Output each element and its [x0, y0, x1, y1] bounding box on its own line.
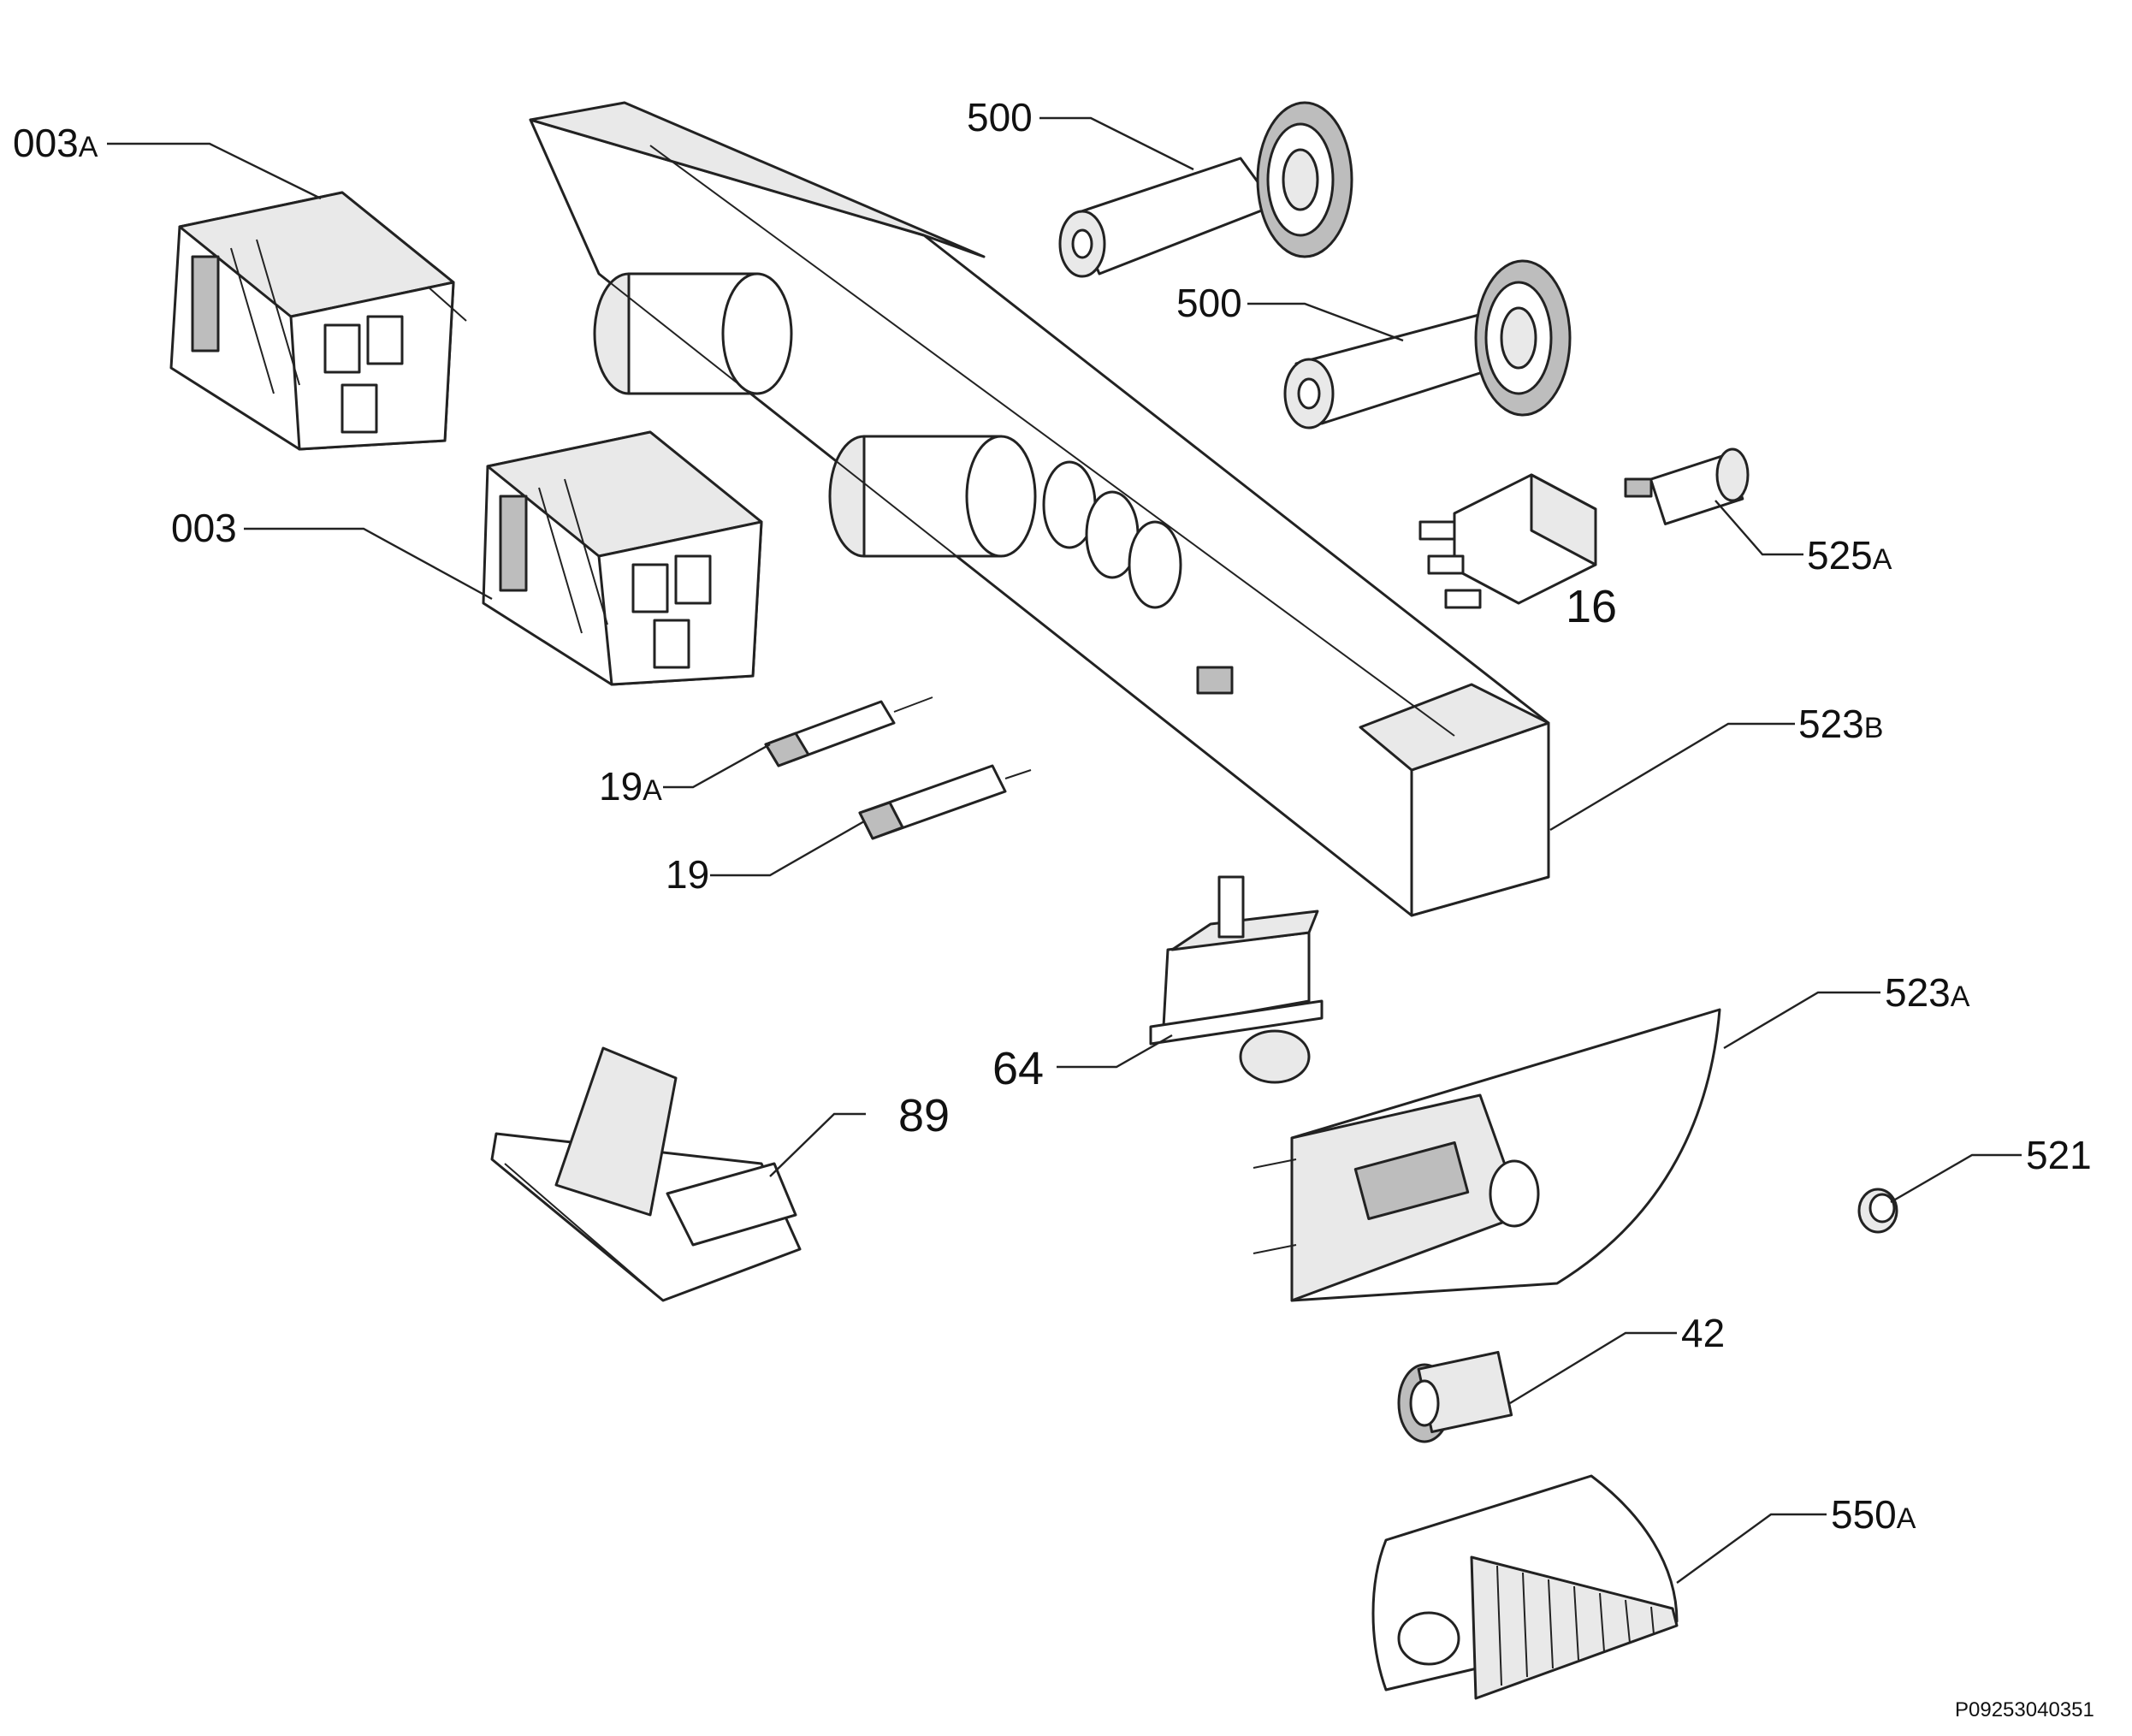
leader-523a: [1723, 991, 1880, 1050]
part-89-clip: [490, 1046, 802, 1302]
leader-003a: [107, 142, 322, 200]
callout-500-bottom: 500: [1176, 281, 1242, 325]
callout-525a: 525A: [1807, 533, 1892, 578]
callout-64: 64: [992, 1043, 1044, 1094]
part-500-shaft-top: [1058, 101, 1353, 278]
part-523a-panel: [1253, 1008, 1721, 1302]
document-id: P09253040351: [1955, 1698, 2094, 1721]
leader-523b: [1549, 722, 1795, 832]
part-19a-fuse: [764, 696, 933, 767]
callout-89: 89: [898, 1090, 950, 1141]
leader-19: [710, 820, 865, 877]
part-16-switch: [1418, 473, 1597, 609]
part-003-switch-block: [482, 430, 763, 686]
leader-lines: [107, 116, 2022, 1584]
part-550a-cover: [1371, 1474, 1679, 1700]
part-523b-frame: [529, 101, 1550, 917]
leader-003: [244, 527, 493, 601]
callout-500-top: 500: [967, 95, 1033, 139]
callout-550a: 550A: [1831, 1492, 1916, 1537]
callout-003a: 003A: [13, 121, 98, 165]
callout-523a: 523A: [1885, 970, 1970, 1015]
callout-521: 521: [2026, 1133, 2092, 1177]
callout-42: 42: [1681, 1311, 1725, 1355]
leader-19a: [663, 743, 771, 789]
part-42-lamp-socket: [1397, 1350, 1513, 1443]
callout-003: 003: [171, 506, 237, 550]
callout-19: 19: [666, 852, 709, 897]
leader-89: [769, 1112, 866, 1177]
leader-42: [1509, 1331, 1677, 1405]
part-003a-switch-block: [169, 191, 467, 451]
leader-500b: [1247, 302, 1404, 342]
leader-64: [1057, 1034, 1173, 1069]
callout-labels: 003A 003 500 500 525A 16 523B 19A 19 64 …: [13, 95, 2092, 1537]
callout-19a: 19A: [599, 764, 662, 809]
callout-16: 16: [1566, 581, 1617, 632]
part-500-shaft-bottom: [1283, 259, 1572, 430]
callout-523b: 523B: [1798, 702, 1883, 746]
leader-500a: [1039, 116, 1194, 171]
part-525a-holder: [1624, 447, 1750, 525]
leader-525a: [1714, 500, 1803, 556]
part-64-rocker-switch: [1149, 875, 1324, 1084]
leader-521: [1890, 1153, 2022, 1204]
part-19-fuse: [858, 764, 1032, 840]
leader-550a: [1676, 1513, 1827, 1584]
part-521-cap: [1857, 1188, 1898, 1234]
